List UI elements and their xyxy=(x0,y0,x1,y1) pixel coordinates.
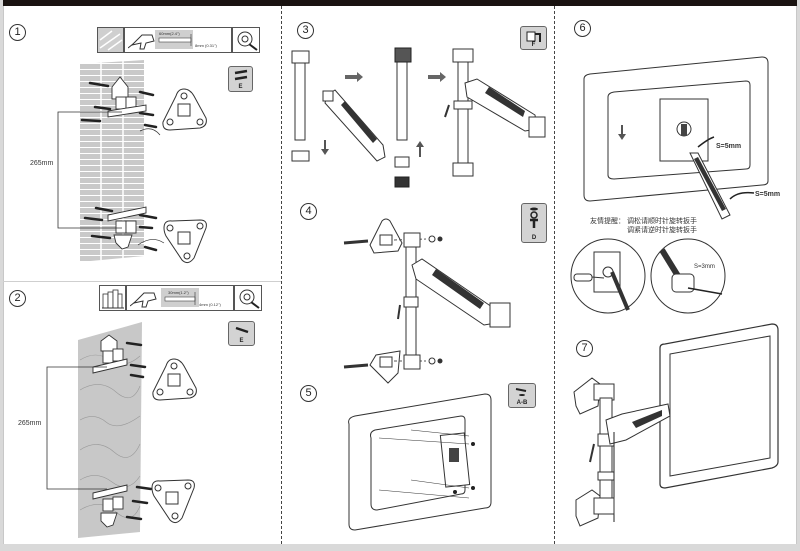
triangle-plate-upper xyxy=(162,88,207,131)
monitor-back-vesa-illustration xyxy=(348,393,492,531)
detail-circle-allen-key xyxy=(650,238,726,314)
part-badge-label: F xyxy=(531,42,536,48)
pole-wall-mount-illustration xyxy=(343,218,511,384)
part-badge-ab: A-B xyxy=(508,383,536,408)
top-bar xyxy=(3,0,797,6)
drill-depth-label: 30mm(1.2") xyxy=(168,290,189,295)
step-1-number: 1 xyxy=(9,24,26,41)
dimension-label: 265mm xyxy=(18,420,42,427)
brick-wall-icon xyxy=(97,27,124,53)
power-drill-icon xyxy=(128,34,155,50)
part-badge-e: E xyxy=(228,66,253,92)
drill-diameter-label: 8mm (0.31") xyxy=(195,43,217,48)
part-badge-e: E xyxy=(228,321,255,346)
detail-circle-vesa-screw xyxy=(570,238,646,314)
drill-spec-box: 60mm(2.4") 8mm (0.31") xyxy=(124,27,232,53)
triangle-plate-lower xyxy=(151,479,195,524)
monitor-attach-illustration xyxy=(583,56,769,220)
pole-clamp-icon xyxy=(526,31,541,42)
vesa-screw-icon xyxy=(515,388,527,396)
wood-screw-icon xyxy=(235,326,248,334)
detail-allen-key-label: S=3mm xyxy=(694,264,715,270)
column-divider-1 xyxy=(281,6,282,544)
wood-wall-illustration xyxy=(78,322,142,538)
triangle-plate-lower xyxy=(163,219,207,264)
part-badge-label: A-B xyxy=(516,400,528,406)
tape-measure-icon xyxy=(232,27,260,53)
wall-bracket-assembly xyxy=(80,76,165,252)
step-7-number: 7 xyxy=(576,340,593,357)
part-badge-d: D xyxy=(521,203,547,243)
tip-line-loosen: 调松请顺时针旋转扳手 xyxy=(627,218,697,225)
pole-arm-assembly-illustration xyxy=(291,47,546,188)
part-badge-label: E xyxy=(238,84,243,90)
wall-bracket-assembly xyxy=(92,334,153,528)
wood-wall-icon xyxy=(99,285,126,311)
dimension-line-step-2 xyxy=(46,366,107,490)
allen-key-size-label: S=5mm xyxy=(716,143,742,150)
row-divider-left xyxy=(3,281,281,282)
step-3-number: 3 xyxy=(297,22,314,39)
power-drill-icon xyxy=(130,292,157,308)
drill-depth-label: 60mm(2.4") xyxy=(159,31,180,36)
part-badge-label: E xyxy=(239,338,244,344)
step-2-number: 2 xyxy=(9,290,26,307)
screw-washer-set-icon xyxy=(530,207,538,228)
tip-line-tighten: 调紧请逆时针旋转扳手 xyxy=(627,227,697,234)
step-6-number: 6 xyxy=(574,20,591,37)
dimension-line-step-1 xyxy=(57,111,122,229)
step-5-number: 5 xyxy=(300,385,317,402)
tape-measure-icon xyxy=(234,285,262,311)
column-divider-2 xyxy=(554,6,555,544)
part-badge-f: F xyxy=(520,26,547,50)
anchor-bolt-icon xyxy=(234,69,247,81)
allen-key-size-label: S=5mm xyxy=(755,191,781,198)
completed-monitor-mount-illustration xyxy=(573,323,779,527)
dimension-label: 265mm xyxy=(30,160,54,167)
tip-label: 友情提醒： xyxy=(590,218,625,225)
drill-diameter-label: 4mm (0.12") xyxy=(199,302,221,307)
step-4-number: 4 xyxy=(300,203,317,220)
triangle-plate-upper xyxy=(152,358,197,401)
part-badge-label: D xyxy=(531,235,537,241)
drill-spec-box: 30mm(1.2") 4mm (0.12") xyxy=(126,285,234,311)
